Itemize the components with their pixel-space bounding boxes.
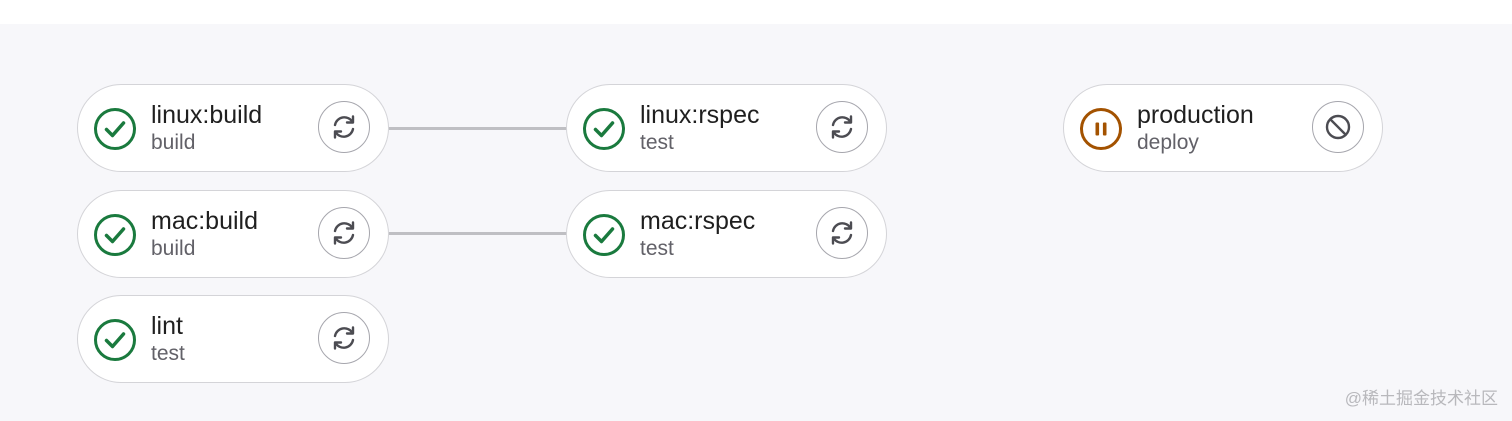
job-pill-mac-rspec[interactable]: mac:rspec test bbox=[566, 190, 887, 278]
needs-connector-linux bbox=[389, 127, 567, 130]
job-stage: test bbox=[151, 342, 185, 365]
job-name[interactable]: lint bbox=[151, 312, 183, 340]
needs-connector-mac bbox=[389, 232, 567, 235]
job-stage: deploy bbox=[1137, 131, 1199, 154]
job-stage: test bbox=[640, 131, 674, 154]
retry-button[interactable] bbox=[318, 312, 370, 364]
retry-icon bbox=[329, 218, 359, 248]
job-name[interactable]: production bbox=[1137, 101, 1254, 129]
pipeline-graph: linux:build build mac:build build lint t… bbox=[0, 24, 1512, 421]
cancel-icon bbox=[1323, 112, 1353, 142]
retry-icon bbox=[827, 218, 857, 248]
job-pill-mac-build[interactable]: mac:build build bbox=[77, 190, 389, 278]
retry-button[interactable] bbox=[816, 207, 868, 259]
check-circle-icon bbox=[581, 212, 627, 258]
watermark: @稀土掘金技术社区 bbox=[1344, 389, 1498, 408]
check-circle-icon bbox=[92, 317, 138, 363]
job-name[interactable]: linux:build bbox=[151, 101, 263, 129]
retry-button[interactable] bbox=[816, 101, 868, 153]
job-name[interactable]: mac:rspec bbox=[640, 207, 756, 235]
job-pill-production[interactable]: production deploy bbox=[1063, 84, 1383, 172]
job-stage: build bbox=[151, 237, 196, 260]
job-pill-linux-build[interactable]: linux:build build bbox=[77, 84, 389, 172]
check-circle-icon bbox=[92, 106, 138, 152]
retry-icon bbox=[329, 112, 359, 142]
job-stage: build bbox=[151, 131, 196, 154]
job-name[interactable]: linux:rspec bbox=[640, 101, 760, 129]
job-name[interactable]: mac:build bbox=[151, 207, 258, 235]
retry-button[interactable] bbox=[318, 101, 370, 153]
check-circle-icon bbox=[581, 106, 627, 152]
retry-icon bbox=[827, 112, 857, 142]
check-circle-icon bbox=[92, 212, 138, 258]
cancel-button[interactable] bbox=[1312, 101, 1364, 153]
job-pill-linux-rspec[interactable]: linux:rspec test bbox=[566, 84, 887, 172]
retry-button[interactable] bbox=[318, 207, 370, 259]
job-pill-lint[interactable]: lint test bbox=[77, 295, 389, 383]
pause-circle-icon bbox=[1078, 106, 1124, 152]
retry-icon bbox=[329, 323, 359, 353]
job-stage: test bbox=[640, 237, 674, 260]
